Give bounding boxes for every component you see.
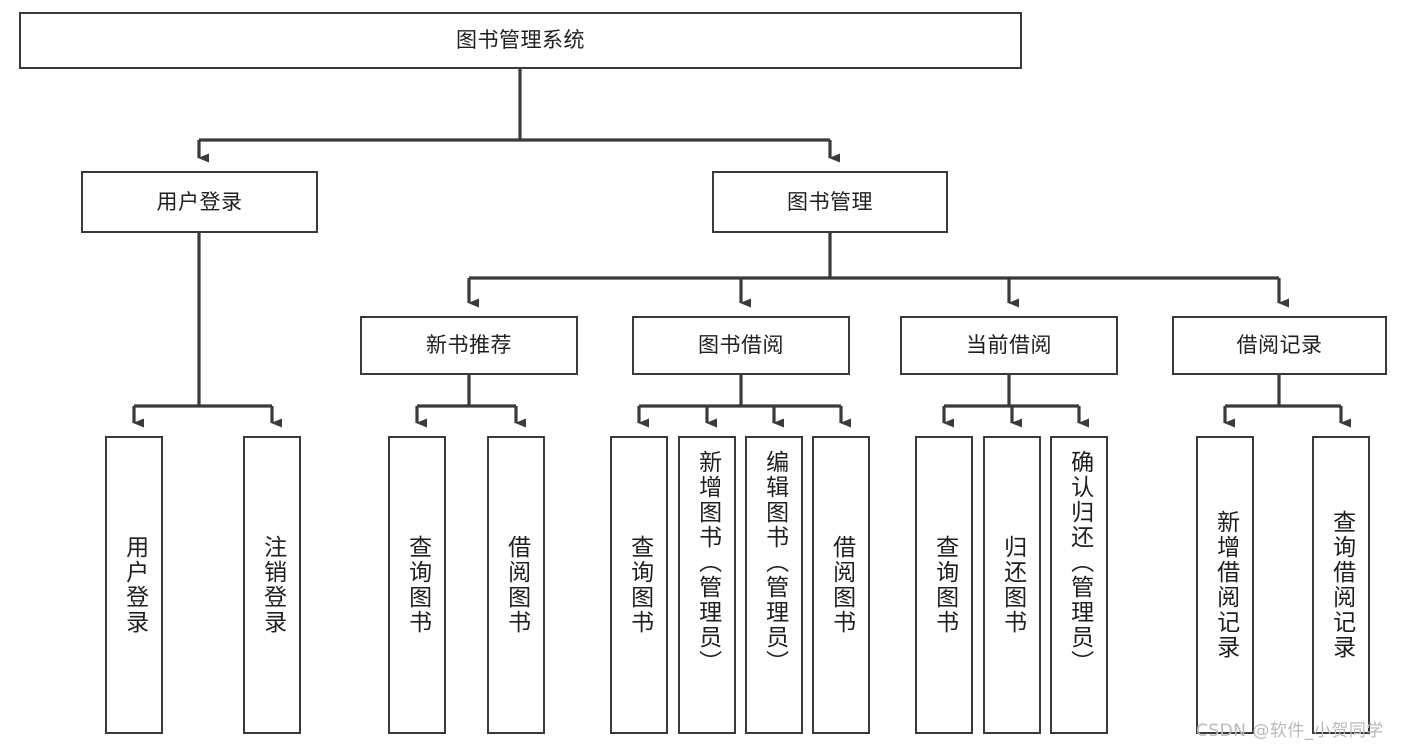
node-label: 用户登录 [156,189,243,214]
csdn-watermark: CSDN @软件_小贺同学 [1196,721,1384,741]
node-leaf-leaf-edit-book[interactable]: 编辑图书（管理员） [745,436,803,734]
node-leaf-leaf-return-book[interactable]: 归还图书 [983,436,1041,734]
node-label: 归还图书 [999,535,1026,635]
node-leaf-leaf-query-book-3[interactable]: 查询图书 [915,436,973,734]
node-level2-user-login[interactable]: 用户登录 [81,171,318,233]
node-leaf-leaf-logout[interactable]: 注销登录 [243,436,301,734]
node-label: 用户登录 [121,535,148,635]
node-leaf-leaf-user-login[interactable]: 用户登录 [105,436,163,734]
node-leaf-leaf-add-book[interactable]: 新增图书（管理员） [678,436,736,734]
node-label: 借阅图书 [828,535,855,635]
node-label: 图书管理系统 [456,28,585,52]
node-label: 借阅记录 [1236,333,1323,357]
node-label: 图书管理 [787,189,873,214]
node-level3-borrow-record[interactable]: 借阅记录 [1172,316,1387,375]
node-label: 注销登录 [259,535,286,635]
node-label: 确认归还（管理员） [1066,450,1093,675]
node-leaf-leaf-borrow-book-1[interactable]: 借阅图书 [487,436,545,734]
node-leaf-leaf-confirm-return[interactable]: 确认归还（管理员） [1050,436,1108,734]
node-label: 编辑图书（管理员） [761,450,788,675]
node-level3-new-book-rec[interactable]: 新书推荐 [360,316,578,375]
node-leaf-leaf-query-book-2[interactable]: 查询图书 [610,436,668,734]
node-level3-current-borrow[interactable]: 当前借阅 [900,316,1118,375]
node-label: 查询图书 [626,535,653,635]
node-label: 新增借阅记录 [1212,510,1239,660]
node-label: 图书借阅 [698,333,784,357]
node-label: 新书推荐 [426,333,512,357]
node-label: 新增图书（管理员） [694,450,721,675]
node-leaf-leaf-query-record[interactable]: 查询借阅记录 [1312,436,1370,734]
node-leaf-leaf-borrow-book-2[interactable]: 借阅图书 [812,436,870,734]
node-leaf-leaf-add-record[interactable]: 新增借阅记录 [1196,436,1254,734]
node-label: 借阅图书 [503,535,530,635]
node-root-root[interactable]: 图书管理系统 [19,12,1022,69]
node-level2-book-manage[interactable]: 图书管理 [712,171,948,233]
node-level3-book-borrow[interactable]: 图书借阅 [632,316,850,375]
node-label: 当前借阅 [966,333,1052,357]
node-label: 查询借阅记录 [1328,510,1355,660]
node-leaf-leaf-query-book-1[interactable]: 查询图书 [388,436,446,734]
node-label: 查询图书 [931,535,958,635]
node-label: 查询图书 [404,535,431,635]
